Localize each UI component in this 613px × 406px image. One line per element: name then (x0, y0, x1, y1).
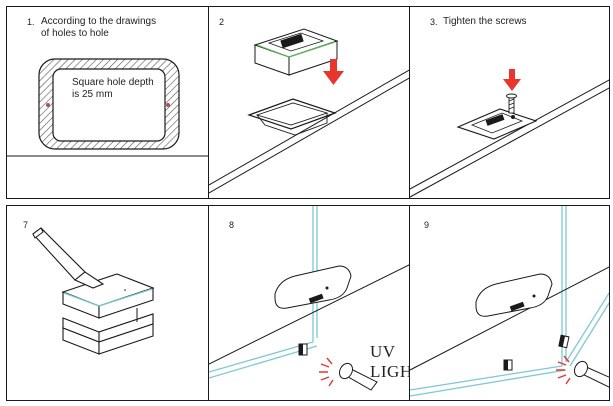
step-8-panel: 8 UV LIGHT (208, 205, 410, 401)
mounted-plate (475, 273, 553, 317)
glass-block (61, 273, 155, 319)
device-module (253, 28, 339, 76)
step-9-panel: 9 (409, 205, 610, 401)
hole-depth-note-line2: is 25 mm (72, 89, 113, 100)
surface-edge (209, 264, 409, 365)
hole-inner-opening (52, 68, 166, 142)
mounted-plate (274, 265, 352, 309)
uv-lamp-icon (556, 355, 609, 388)
step-3-illustration (410, 69, 609, 198)
glass-angled (565, 291, 609, 363)
bracket-base (62, 308, 154, 355)
step-2-number: 2 (219, 17, 225, 27)
step-8-illustration (209, 206, 409, 391)
surface-edge-bottom (209, 77, 409, 194)
surface-edge-bottom (410, 87, 609, 198)
uv-light-label: UV LIGHT (370, 342, 409, 381)
step-3-caption: Tighten the screws (443, 16, 527, 27)
step-1-caption-line2: of holes to hole (41, 28, 109, 39)
step-7-number: 7 (23, 220, 29, 230)
step-3-panel: 3. Tighten the screws (409, 6, 610, 199)
step-8-number: 8 (229, 220, 235, 230)
glass-horizontal (209, 341, 314, 373)
surface-edge-top (410, 79, 609, 190)
step-9-number: 9 (424, 220, 430, 230)
step-1-caption-line1: According to the drawings (41, 16, 157, 27)
insert-arrow-icon (323, 59, 344, 85)
screw-hole-right (166, 103, 170, 107)
step-2-panel: 2 (208, 6, 410, 199)
surface-edge (410, 266, 609, 371)
step-7-illustration (32, 227, 155, 355)
step-1-number: 1. (27, 17, 35, 27)
hole-depth-note: Square hole depth is 25 mm (72, 77, 154, 101)
mounted-module (456, 108, 538, 140)
step-9-illustration (410, 206, 609, 397)
screw-icon (506, 93, 517, 114)
glass-horizontal (410, 365, 563, 391)
surface-edge-top (209, 69, 409, 186)
step-2-illustration (209, 28, 409, 194)
hole-drawing (7, 58, 208, 157)
uv-lamp-icon (319, 357, 378, 391)
step-1-caption: According to the drawings of holes to ho… (41, 16, 156, 40)
step-3-number: 3. (430, 17, 438, 27)
screw-arrow-icon (503, 69, 521, 91)
screw-hole-left (46, 103, 50, 107)
step-1-panel: 1. According to the drawings of holes to… (6, 6, 209, 199)
recess-hole (247, 98, 337, 136)
hole-depth-note-line1: Square hole depth (72, 77, 154, 88)
glue-applicator-icon (32, 227, 105, 289)
step-7-panel: 7 (6, 205, 209, 401)
